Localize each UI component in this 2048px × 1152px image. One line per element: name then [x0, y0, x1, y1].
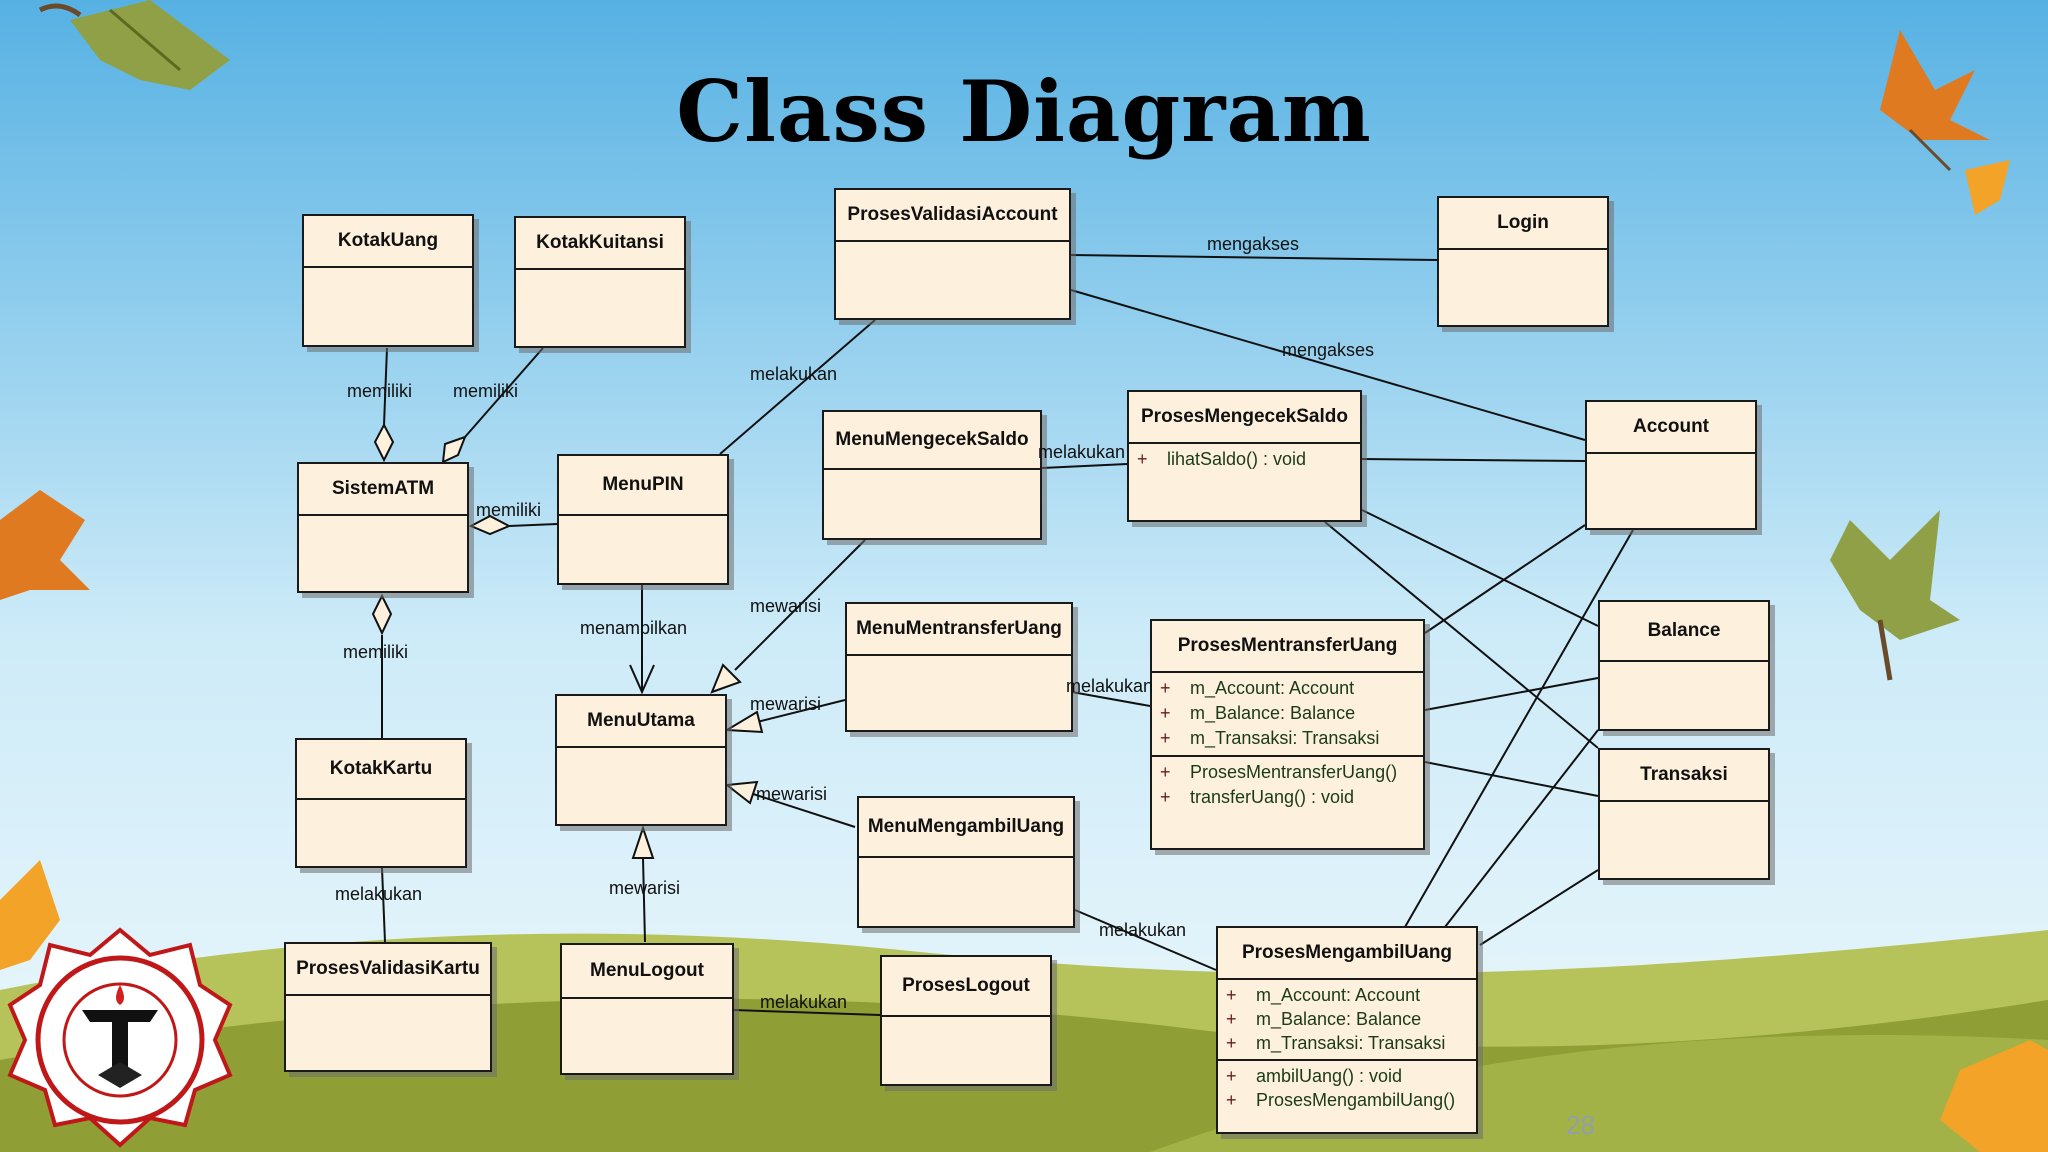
relation-label: melakukan	[1038, 442, 1126, 462]
relation-label: memiliki	[453, 381, 518, 401]
attributes-section: +m_Account: Account +m_Balance: Balance …	[1152, 673, 1423, 757]
class-prosesmentransferuang[interactable]: ProsesMentransferUang +m_Account: Accoun…	[1150, 619, 1425, 850]
class-name: ProsesValidasiAccount	[836, 190, 1069, 242]
method-row: +lihatSaldo() : void	[1137, 449, 1307, 469]
class-name: MenuMengambilUang	[859, 798, 1073, 858]
class-name: MenuLogout	[562, 945, 732, 999]
class-name: Account	[1587, 402, 1755, 454]
class-name: MenuPIN	[559, 456, 727, 516]
class-name: MenuMengecekSaldo	[824, 412, 1040, 470]
class-proseslogout[interactable]: ProsesLogout	[880, 955, 1052, 1086]
class-menumengeceksaldo[interactable]: MenuMengecekSaldo	[822, 410, 1042, 540]
method-row: +ProsesMentransferUang()	[1160, 762, 1398, 782]
class-kotakkuitansi[interactable]: KotakKuitansi	[514, 216, 686, 348]
class-name: ProsesLogout	[882, 957, 1050, 1017]
method-row: +ambilUang() : void	[1226, 1066, 1403, 1086]
class-prosesvalidasikartu[interactable]: ProsesValidasiKartu	[284, 942, 492, 1072]
class-menumentransferuang[interactable]: MenuMentransferUang	[845, 602, 1073, 732]
attribute-row: +m_Balance: Balance	[1160, 703, 1356, 723]
class-name: ProsesMengecekSaldo	[1129, 392, 1360, 444]
class-menulogout[interactable]: MenuLogout	[560, 943, 734, 1075]
attribute-row: +m_Account: Account	[1160, 678, 1355, 698]
university-logo	[7, 927, 233, 1148]
class-account[interactable]: Account	[1585, 400, 1757, 530]
page-number: 28	[1566, 1110, 1595, 1140]
relation-label: mewarisi	[750, 596, 822, 616]
methods-section: +ambilUang() : void +ProsesMengambilUang…	[1218, 1061, 1476, 1116]
attributes-section: +m_Account: Account +m_Balance: Balance …	[1218, 980, 1476, 1061]
class-name: ProsesValidasiKartu	[286, 944, 490, 996]
attribute-row: +m_Balance: Balance	[1226, 1009, 1422, 1029]
class-prosesmengeceksaldo[interactable]: ProsesMengecekSaldo +lihatSaldo() : void	[1127, 390, 1362, 522]
class-kotakkartu[interactable]: KotakKartu	[295, 738, 467, 868]
class-login[interactable]: Login	[1437, 196, 1609, 327]
leaf-icon	[1940, 1040, 2048, 1152]
leaf-icon	[1830, 510, 1960, 681]
relation-label: melakukan	[1066, 676, 1154, 696]
method-row: +transferUang() : void	[1160, 787, 1355, 807]
class-name: Balance	[1600, 602, 1768, 662]
class-name: Login	[1439, 198, 1607, 250]
attribute-row: +m_Transaksi: Transaksi	[1160, 728, 1380, 748]
leaf-icon	[0, 860, 60, 970]
relation-label: memiliki	[476, 500, 541, 520]
class-menuutama[interactable]: MenuUtama	[555, 694, 727, 826]
relation-label: mewarisi	[750, 694, 822, 714]
class-name: ProsesMentransferUang	[1152, 621, 1423, 673]
class-transaksi[interactable]: Transaksi	[1598, 748, 1770, 880]
class-prosesmengambiluang[interactable]: ProsesMengambilUang +m_Account: Account …	[1216, 926, 1478, 1134]
class-balance[interactable]: Balance	[1598, 600, 1770, 731]
relation-label: mewarisi	[756, 784, 828, 804]
relation-label: memiliki	[343, 642, 408, 662]
class-name: KotakKartu	[297, 740, 465, 800]
relation-label: melakukan	[1099, 920, 1187, 940]
attribute-row: +m_Transaksi: Transaksi	[1226, 1033, 1446, 1053]
class-kotakuang[interactable]: KotakUang	[302, 214, 474, 347]
class-name: ProsesMengambilUang	[1218, 928, 1476, 980]
class-name: MenuMentransferUang	[847, 604, 1071, 656]
class-name: SistemATM	[299, 464, 467, 516]
relation-label: melakukan	[335, 884, 423, 904]
class-sistematm[interactable]: SistemATM	[297, 462, 469, 593]
method-row: +ProsesMengambilUang()	[1226, 1090, 1456, 1110]
relation-label: mengakses	[1282, 340, 1375, 360]
class-menumengambiluang[interactable]: MenuMengambilUang	[857, 796, 1075, 928]
relation-label: mengakses	[1207, 234, 1300, 254]
methods-section: +ProsesMentransferUang() +transferUang()…	[1152, 757, 1423, 814]
relation-label: melakukan	[750, 364, 838, 384]
class-name: Transaksi	[1600, 750, 1768, 802]
methods-section: +lihatSaldo() : void	[1129, 444, 1360, 476]
class-name: KotakUang	[304, 216, 472, 268]
leaf-icon	[0, 490, 90, 600]
relation-label: memiliki	[347, 381, 412, 401]
class-prosesvalidasiaccount[interactable]: ProsesValidasiAccount	[834, 188, 1071, 320]
class-name: MenuUtama	[557, 696, 725, 748]
relation-label: melakukan	[760, 992, 848, 1012]
relation-label: mewarisi	[609, 878, 681, 898]
leaf-icon	[1880, 30, 1990, 172]
relation-label: menampilkan	[580, 618, 688, 638]
leaf-icon	[1965, 160, 2010, 215]
class-name: KotakKuitansi	[516, 218, 684, 270]
leaf-icon	[38, 0, 230, 90]
class-menupin[interactable]: MenuPIN	[557, 454, 729, 585]
slide-title: Class Diagram	[676, 62, 1372, 161]
attribute-row: +m_Account: Account	[1226, 985, 1421, 1005]
